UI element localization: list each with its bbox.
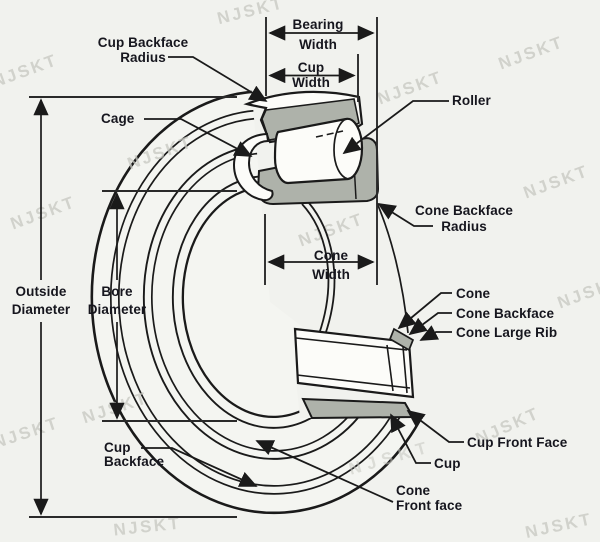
label-roller: Roller [452,93,491,108]
label-bearing-width: Bearing Width [293,15,344,55]
dimension-arrows [33,25,375,516]
label-outside-diameter: Outside Diameter [12,283,71,319]
label-cage: Cage [101,111,134,126]
label-line: Cage [101,111,135,126]
label-line: Width [292,75,330,90]
extension-lines [29,17,378,518]
cone-backface-leader [408,312,452,336]
cone-rib-top-edge [295,337,408,351]
label-cone-front-face: Cone Front face [396,483,462,513]
leader-lines [141,56,464,503]
label-line: Width [299,37,337,52]
label-line: Cup [434,456,461,471]
label-line: Cone Backface [414,203,514,218]
label-cone-backface-radius: Cone Backface Radius [415,203,513,235]
cone-large-rib-leader [419,325,452,341]
cup-front-face-cut [301,397,415,420]
label-cup-front-face: Cup Front Face [467,435,567,450]
cone-backface-radius-leader [377,203,433,227]
label-line: Diameter [87,302,147,317]
label-line: Roller [452,93,491,108]
cup-front-face-leader [406,409,464,443]
label-line: Cup [297,60,325,75]
cup-backface-leader [141,447,258,487]
label-line: Bearing [292,17,344,32]
cage-leader [144,118,253,157]
lower-cross-section [293,327,415,420]
roller-axis-dashes [315,130,344,138]
lower-cone-body [293,327,415,399]
label-cup-backface: Cup Backface [104,441,164,469]
label-cup-backface-radius: Cup Backface Radius [98,35,189,65]
label-line: Diameter [11,302,71,317]
label-line: Cup Front Face [467,435,568,450]
label-line: Bore [101,284,133,299]
cone-raceway-edge [296,374,411,389]
roller-leader [342,100,449,155]
cone-backface-cut-face [388,327,415,352]
label-line: Radius [441,219,487,234]
label-line: Cone [456,286,491,301]
label-line: Cup [104,440,131,455]
cup-backface-radius-leader [168,56,268,102]
roller-end-face [333,118,349,180]
label-cup: Cup [434,456,461,471]
label-cone: Cone [456,286,490,301]
cup-leader [390,413,431,464]
label-cone-large-rib: Cone Large Rib [456,325,557,340]
cone-front-face-leader [255,440,394,503]
label-line: Radius [120,50,166,65]
label-line: Cone [396,483,431,498]
label-line: Cone Large Rib [456,325,558,340]
cone-backface-chamfer-edge [386,344,394,392]
label-line: Outside [15,284,67,299]
label-line: Width [312,267,350,282]
label-bore-diameter: Bore Diameter [88,283,147,319]
label-line: Cone Backface [456,306,555,321]
upper-cross-section [232,90,409,336]
label-cone-backface: Cone Backface [456,306,554,321]
label-line: Cup Backface [97,35,189,50]
label-cup-width: Cup Width [292,60,330,90]
cone-leader [397,292,452,330]
label-line: Front face [396,498,463,513]
label-line: Backface [104,454,165,469]
label-cone-width: Cone Width [312,246,350,284]
label-line: Cone [313,248,349,263]
cone-backface-strip-edge [402,346,408,394]
